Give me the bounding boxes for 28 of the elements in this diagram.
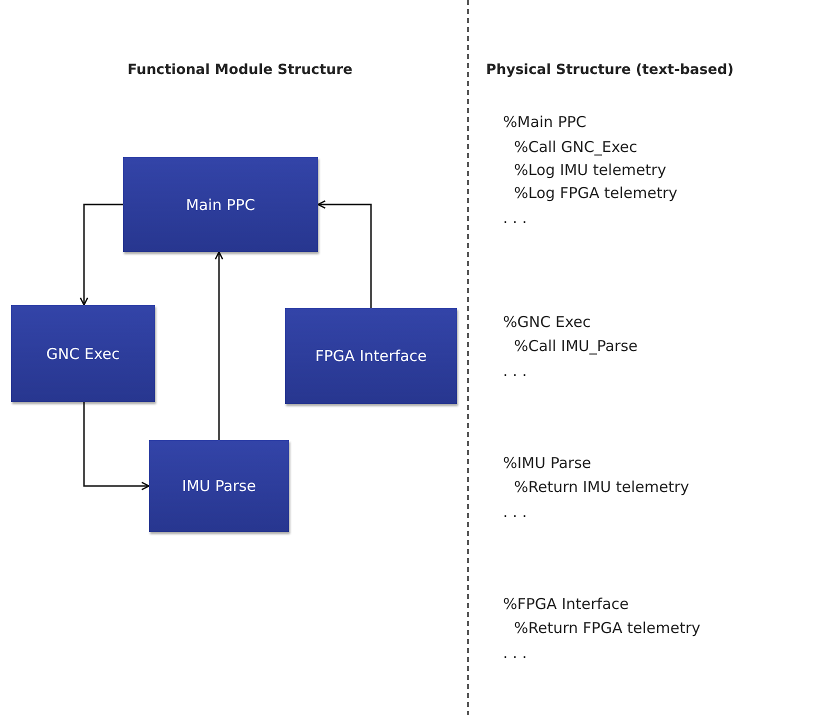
ellipsis: . . . <box>503 362 527 380</box>
box-label: FPGA Interface <box>315 347 427 365</box>
box-label: Main PPC <box>186 196 256 214</box>
box-label: GNC Exec <box>46 344 120 362</box>
code-line: %Call GNC_Exec <box>514 138 638 156</box>
process-box <box>11 305 155 402</box>
box-label: IMU Parse <box>182 477 256 495</box>
process-box <box>123 157 318 252</box>
code-line: %Main PPC <box>503 113 586 131</box>
heading: Functional Module Structure <box>128 62 353 78</box>
process-box <box>285 308 457 404</box>
code-line: %Return IMU telemetry <box>514 478 690 496</box>
code-line: %IMU Parse <box>503 454 592 472</box>
arrow <box>317 200 372 308</box>
ellipsis: . . . <box>503 503 527 521</box>
code-line: %Call IMU_Parse <box>514 337 638 355</box>
code-line: %Log IMU telemetry <box>514 161 666 179</box>
arrow <box>80 204 123 306</box>
arrow <box>83 402 150 490</box>
code-line: %GNC Exec <box>503 313 591 331</box>
code-line: %Log FPGA telemetry <box>514 184 678 202</box>
ellipsis: . . . <box>503 209 527 227</box>
code-line: %Return FPGA telemetry <box>514 619 700 637</box>
code-line: %FPGA Interface <box>503 595 629 613</box>
process-box <box>149 440 289 532</box>
ellipsis: . . . <box>503 644 527 662</box>
arrow <box>214 251 224 440</box>
heading: Physical Structure (text-based) <box>486 62 734 78</box>
